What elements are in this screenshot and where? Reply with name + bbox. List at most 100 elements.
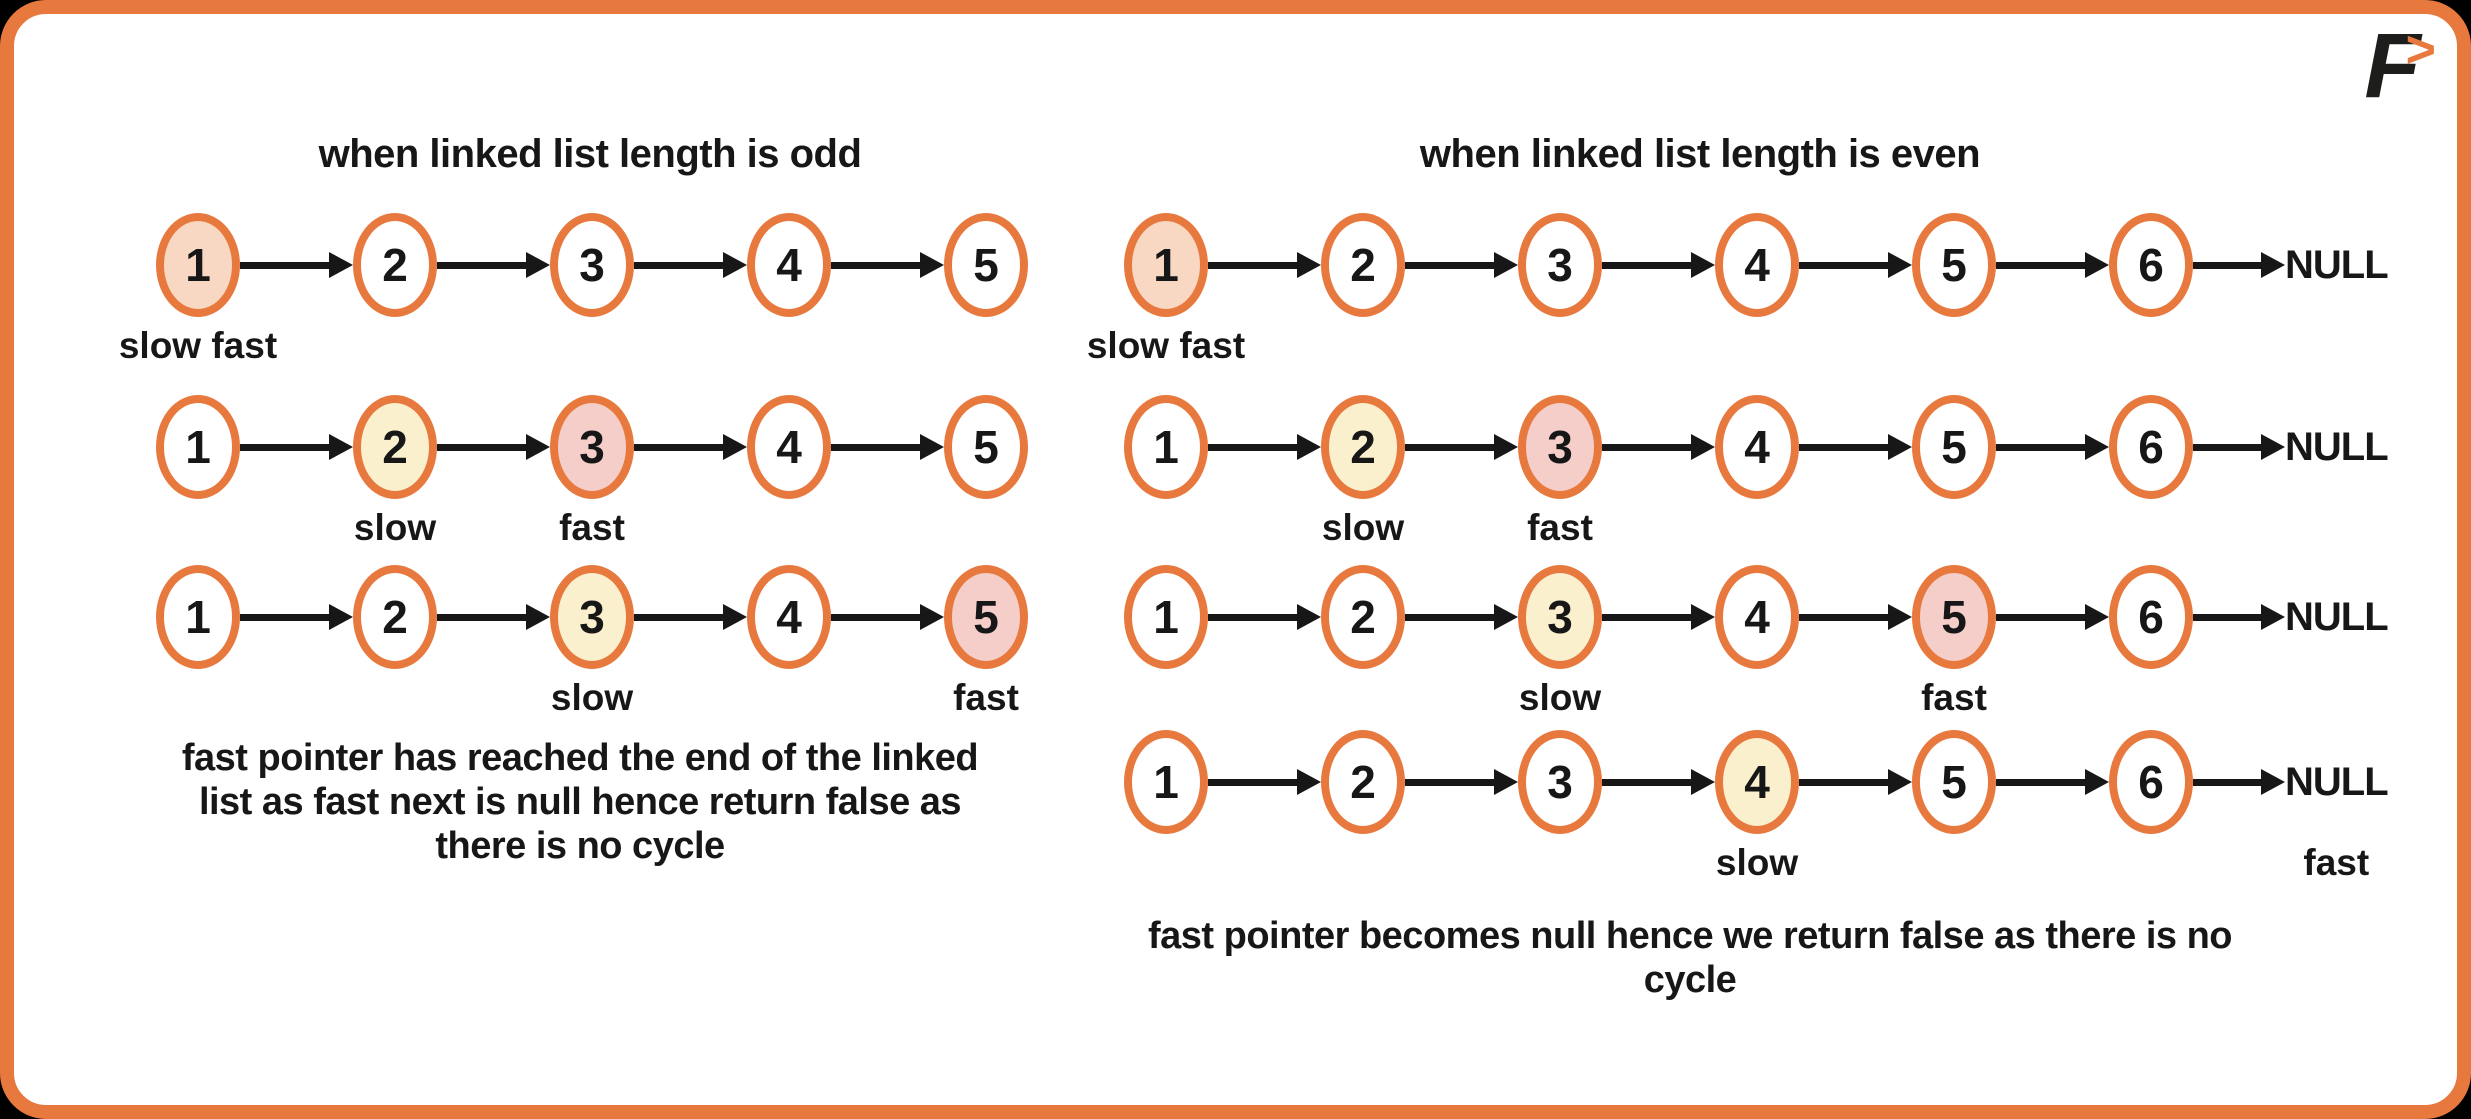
list-node-wrap: 4 bbox=[747, 565, 831, 669]
list-node-wrap: 5 bbox=[944, 213, 1028, 317]
list-node-wrap: 1 bbox=[156, 565, 240, 669]
next-arrow-icon bbox=[1799, 434, 1912, 460]
pointer-label-fast: fast bbox=[2303, 842, 2370, 883]
next-arrow-icon bbox=[1996, 434, 2109, 460]
next-arrow-icon bbox=[1799, 604, 1912, 630]
arrow-head bbox=[329, 604, 353, 630]
arrow-head bbox=[1888, 769, 1912, 795]
section-title-odd: when linked list length is odd bbox=[318, 132, 862, 176]
next-arrow-icon bbox=[437, 434, 550, 460]
list-node-slow: 3 bbox=[550, 565, 634, 669]
arrow-shaft bbox=[1208, 261, 1297, 269]
null-terminator: NULL bbox=[2285, 213, 2389, 317]
list-node: 5 bbox=[944, 395, 1028, 499]
list-node: 4 bbox=[1715, 395, 1799, 499]
arrow-head bbox=[1494, 252, 1518, 278]
pointer-label: slow fast bbox=[118, 325, 278, 366]
next-arrow-icon bbox=[634, 252, 747, 278]
arrow-shaft bbox=[831, 613, 920, 621]
logo-letter: F bbox=[2364, 15, 2420, 117]
arrow-head bbox=[329, 252, 353, 278]
next-arrow-icon bbox=[1602, 434, 1715, 460]
arrow-shaft bbox=[2193, 261, 2261, 269]
list-node: 4 bbox=[1715, 213, 1799, 317]
list-node: 6 bbox=[2109, 395, 2193, 499]
next-arrow-icon bbox=[1996, 769, 2109, 795]
next-arrow-icon bbox=[831, 252, 944, 278]
arrow-shaft bbox=[634, 613, 723, 621]
list-node-slow: 2 bbox=[1321, 395, 1405, 499]
arrow-head bbox=[1691, 604, 1715, 630]
arrow-head bbox=[526, 252, 550, 278]
arrow-shaft bbox=[2193, 778, 2261, 786]
list-node-fast: 5 bbox=[944, 565, 1028, 669]
null-terminator: NULL bbox=[2285, 565, 2389, 669]
list-node-start: 1 bbox=[1124, 213, 1208, 317]
next-arrow-icon bbox=[1799, 252, 1912, 278]
arrow-head bbox=[1691, 769, 1715, 795]
pointer-label: slow bbox=[1321, 507, 1405, 548]
arrow-head bbox=[2085, 252, 2109, 278]
arrow-shaft bbox=[1602, 443, 1691, 451]
pointer-label: fast bbox=[1921, 677, 1987, 718]
arrow-head bbox=[1297, 769, 1321, 795]
null-label: NULL bbox=[2285, 424, 2389, 469]
arrow-shaft bbox=[437, 261, 526, 269]
brand-logo: F > bbox=[2364, 15, 2435, 117]
next-arrow-icon bbox=[1799, 769, 1912, 795]
arrow-shaft bbox=[634, 443, 723, 451]
list-node: 2 bbox=[353, 213, 437, 317]
pointer-label: fast bbox=[1527, 507, 1593, 548]
list-node-wrap: 4 bbox=[747, 213, 831, 317]
arrow-head bbox=[723, 604, 747, 630]
arrow-head bbox=[2261, 604, 2285, 630]
list-node-wrap: 2 slow bbox=[1321, 395, 1405, 548]
arrow-shaft bbox=[634, 261, 723, 269]
next-arrow-icon bbox=[1602, 769, 1715, 795]
list-node: 1 bbox=[1124, 730, 1208, 834]
list-node-slow: 3 bbox=[1518, 565, 1602, 669]
list-node: 2 bbox=[1321, 213, 1405, 317]
next-arrow-icon bbox=[1208, 434, 1321, 460]
next-arrow-icon bbox=[2193, 604, 2285, 630]
list-node: 1 bbox=[1124, 395, 1208, 499]
pointer-label: slow fast bbox=[1086, 325, 1246, 366]
arrow-head bbox=[2261, 434, 2285, 460]
list-node: 2 bbox=[1321, 730, 1405, 834]
list-node-wrap: 4 bbox=[747, 395, 831, 499]
arrow-shaft bbox=[2193, 613, 2261, 621]
next-arrow-icon bbox=[2193, 769, 2285, 795]
arrow-shaft bbox=[1602, 261, 1691, 269]
arrow-head bbox=[2085, 604, 2109, 630]
list-node-wrap: 2 bbox=[353, 213, 437, 317]
caption-line: there is no cycle bbox=[435, 825, 725, 867]
arrow-shaft bbox=[1208, 613, 1297, 621]
list-node: 6 bbox=[2109, 213, 2193, 317]
list-node: 1 bbox=[156, 565, 240, 669]
next-arrow-icon bbox=[1996, 604, 2109, 630]
arrow-head bbox=[329, 434, 353, 460]
arrow-shaft bbox=[1405, 613, 1494, 621]
next-arrow-icon bbox=[831, 604, 944, 630]
arrow-head bbox=[526, 434, 550, 460]
next-arrow-icon bbox=[2193, 252, 2285, 278]
list-node-slow: 2 bbox=[353, 395, 437, 499]
caption-line: fast pointer becomes null hence we retur… bbox=[1148, 915, 2233, 1001]
section-title-even: when linked list length is even bbox=[1419, 132, 1981, 176]
arrow-head bbox=[1494, 434, 1518, 460]
list-node: 2 bbox=[353, 565, 437, 669]
arrow-head bbox=[1297, 252, 1321, 278]
arrow-shaft bbox=[1996, 613, 2085, 621]
arrow-shaft bbox=[240, 261, 329, 269]
